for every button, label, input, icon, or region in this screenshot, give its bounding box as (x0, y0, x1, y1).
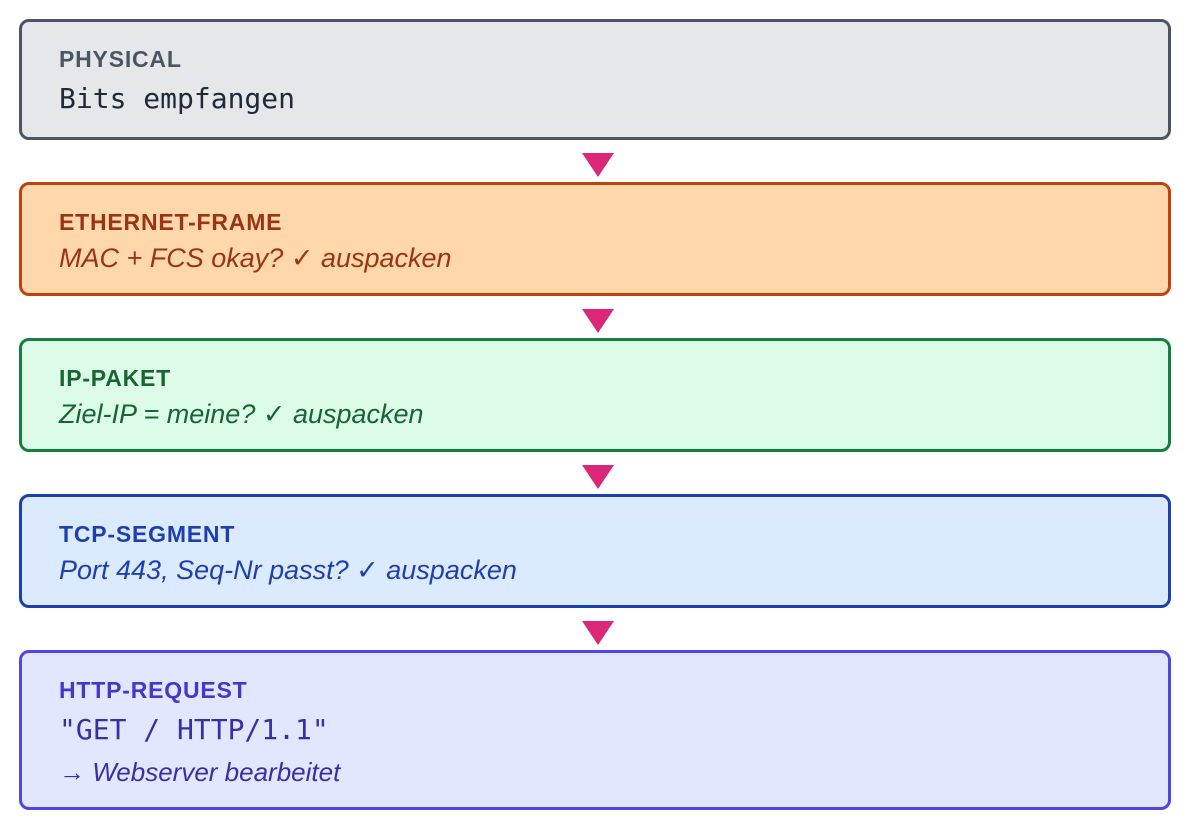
layer-ip-paket: IP-PAKET Ziel-IP = meine? ✓ auspacken (19, 338, 1171, 452)
layer-description: MAC + FCS okay? ✓ auspacken (59, 243, 452, 273)
layer-http-request: HTTP-REQUEST "GET / HTTP/1.1" → Webserve… (19, 650, 1171, 810)
layer-tcp-segment: TCP-SEGMENT Port 443, Seq-Nr passt? ✓ au… (19, 494, 1171, 608)
layer-request-line: "GET / HTTP/1.1" (59, 713, 329, 746)
layer-description: Bits empfangen (59, 82, 296, 115)
layer-title: TCP-SEGMENT (59, 521, 236, 547)
down-arrow-icon (582, 153, 614, 177)
layer-title: PHYSICAL (59, 46, 182, 72)
layer-title: IP-PAKET (59, 365, 172, 391)
down-arrow-icon (582, 309, 614, 333)
down-arrow-icon (582, 465, 614, 489)
layer-title: HTTP-REQUEST (59, 677, 248, 703)
layer-title: ETHERNET-FRAME (59, 209, 283, 235)
layer-description: Ziel-IP = meine? ✓ auspacken (59, 399, 424, 429)
down-arrow-icon (582, 621, 614, 645)
layer-description: → Webserver bearbeitet (59, 757, 341, 787)
layer-physical: PHYSICAL Bits empfangen (19, 19, 1171, 140)
layer-ethernet-frame: ETHERNET-FRAME MAC + FCS okay? ✓ auspack… (19, 182, 1171, 296)
layer-description: Port 443, Seq-Nr passt? ✓ auspacken (59, 555, 517, 585)
